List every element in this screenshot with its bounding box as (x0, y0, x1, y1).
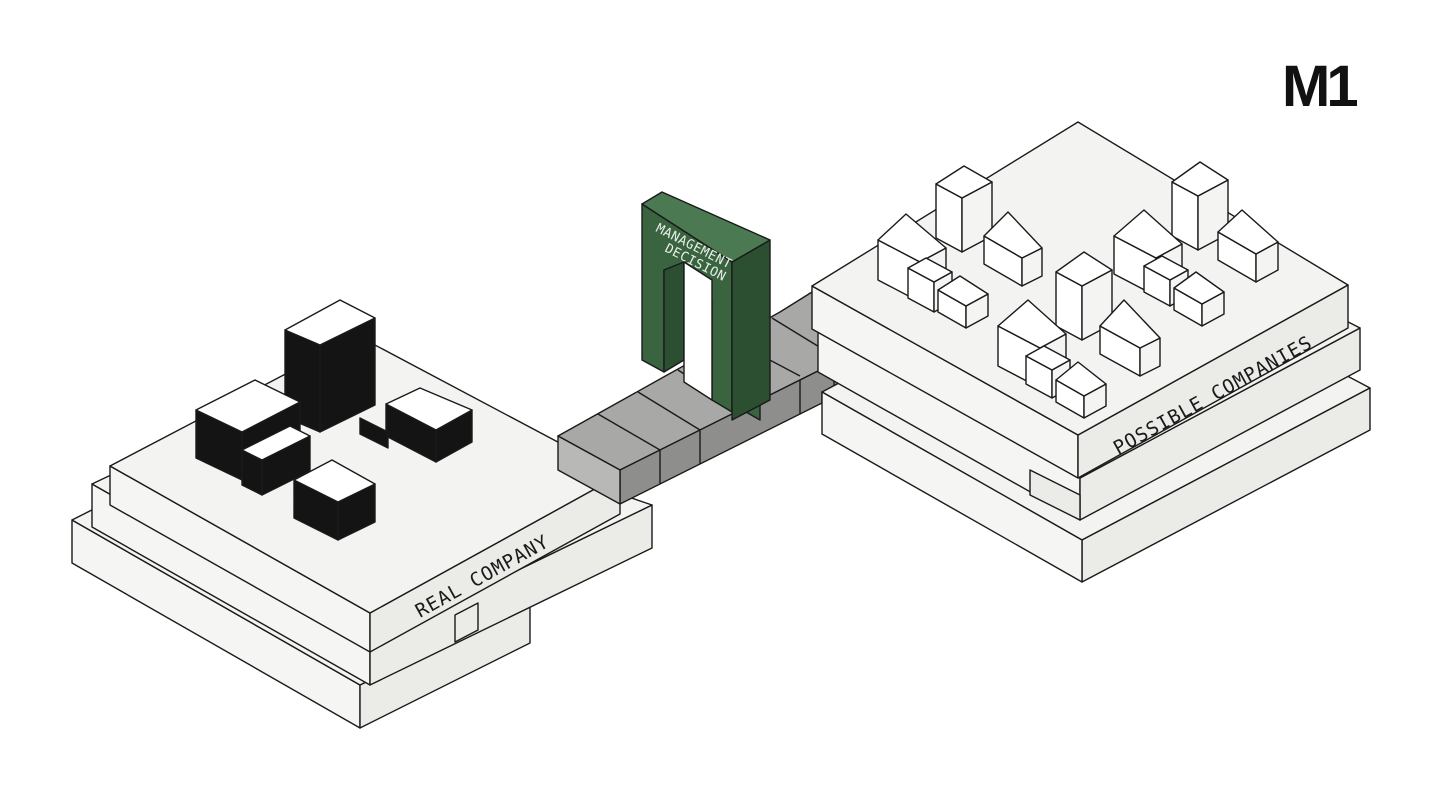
white-block (1173, 271, 1225, 327)
dark-block-front (293, 459, 376, 541)
real-company-blocks (195, 299, 473, 541)
white-block (983, 211, 1043, 287)
white-block (1099, 299, 1161, 377)
dark-block-middle (241, 425, 311, 496)
management-decision-gate (641, 191, 771, 421)
possible-companies-blocks (877, 161, 1279, 419)
white-block (1055, 361, 1107, 419)
white-block (1217, 209, 1279, 283)
m1-logo: M1 (1282, 54, 1357, 119)
dark-block-right (359, 387, 473, 463)
white-block (937, 275, 989, 329)
